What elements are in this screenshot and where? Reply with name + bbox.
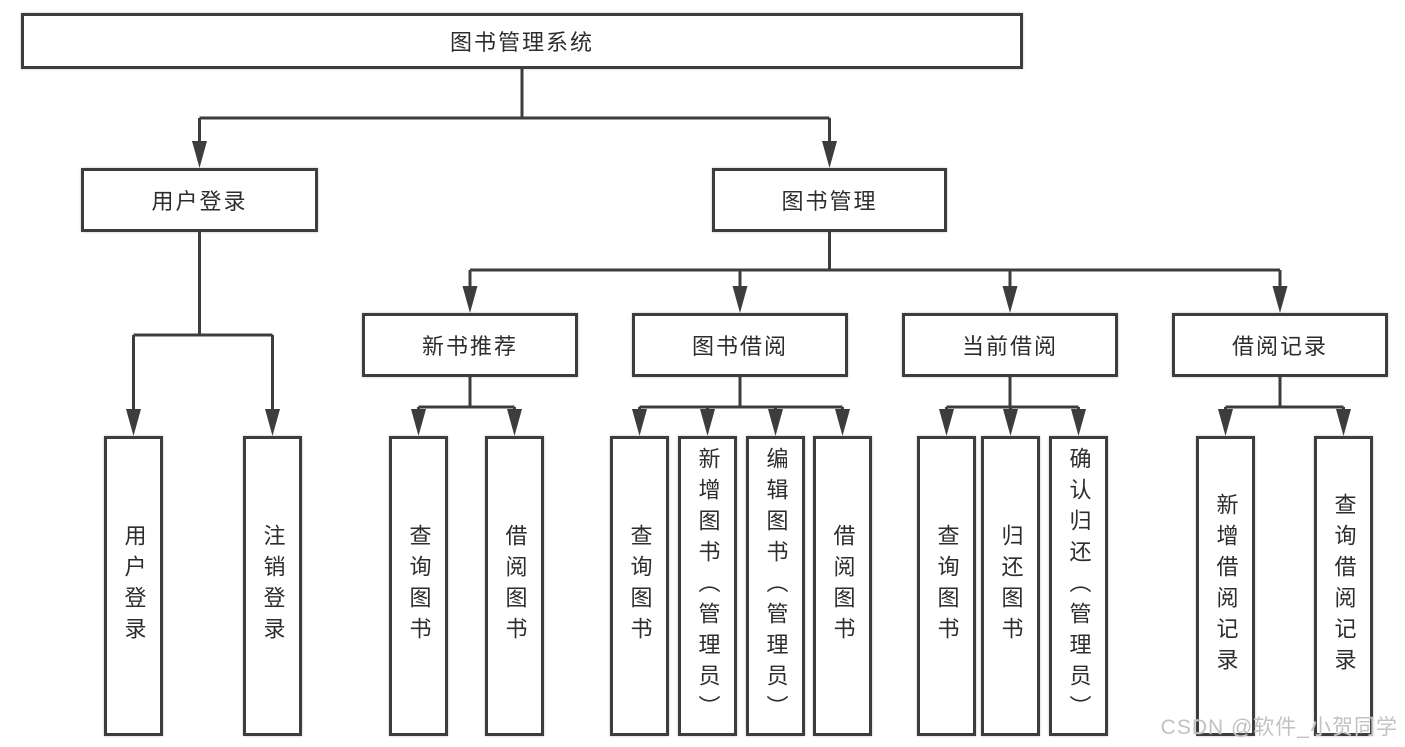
csdn-watermark: CSDN @软件_小贺同学	[1160, 716, 1398, 739]
leaf-return-books: 归还图书	[981, 436, 1040, 736]
leaf-edit-books-admin: 编辑图书（管理员）	[746, 436, 805, 736]
leaf-query-books-recommend: 查询图书	[389, 436, 448, 736]
connector-paths	[132, 69, 1345, 414]
leaf-query-books-current: 查询图书	[917, 436, 976, 736]
leaf-borrow-books-recommend: 借阅图书	[485, 436, 544, 736]
node-library-management-system: 图书管理系统	[21, 13, 1023, 69]
node-current-borrowing: 当前借阅	[902, 313, 1118, 377]
connector-arrowheads	[126, 141, 1351, 436]
node-borrowing-records: 借阅记录	[1172, 313, 1388, 377]
node-book-borrowing: 图书借阅	[632, 313, 848, 377]
leaf-borrow-books: 借阅图书	[813, 436, 872, 736]
leaf-query-borrow-record: 查询借阅记录	[1314, 436, 1373, 736]
leaf-add-borrow-record: 新增借阅记录	[1196, 436, 1255, 736]
leaf-confirm-return-admin: 确认归还（管理员）	[1049, 436, 1108, 736]
leaf-query-books-borrowing: 查询图书	[610, 436, 669, 736]
leaf-user-login: 用户登录	[104, 436, 163, 736]
node-new-book-recommendation: 新书推荐	[362, 313, 578, 377]
leaf-add-books-admin: 新增图书（管理员）	[678, 436, 737, 736]
leaf-logout: 注销登录	[243, 436, 302, 736]
node-user-login: 用户登录	[81, 168, 318, 232]
node-book-management: 图书管理	[712, 168, 947, 232]
